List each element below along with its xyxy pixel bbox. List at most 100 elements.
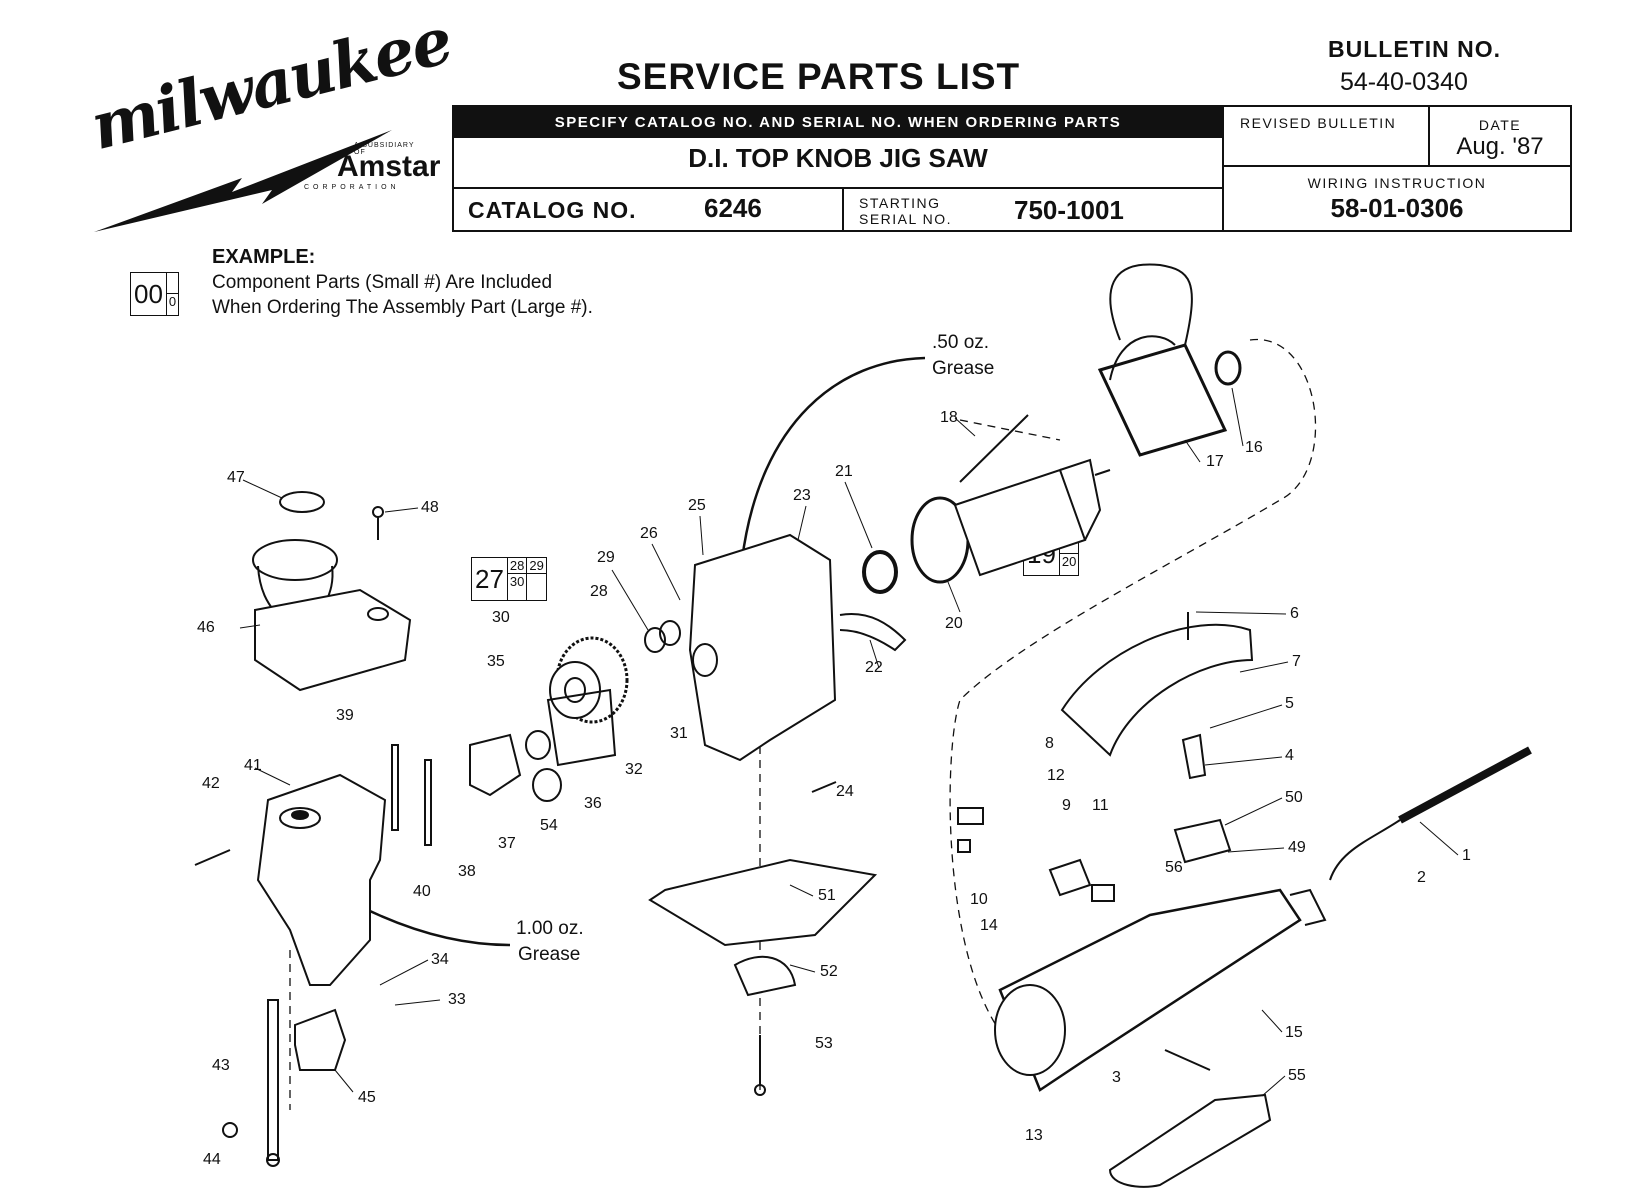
label-23: 23	[793, 487, 811, 504]
divider-h1	[454, 187, 1222, 189]
bearing-part-16	[1214, 350, 1242, 386]
label-14: 14	[980, 917, 998, 934]
field-part-17	[1097, 263, 1228, 457]
bracket-part-4	[1181, 733, 1207, 780]
cover-part-7	[1060, 623, 1254, 757]
assembly-27-sub-30: 30	[509, 574, 525, 589]
assembly-19-sub-20: 20	[1059, 553, 1079, 569]
plunger-part-43	[266, 999, 280, 1167]
specify-bar: SPECIFY CATALOG NO. AND SERIAL NO. WHEN …	[454, 107, 1222, 138]
milwaukee-logo: milwaukee A SUBSIDIARY OF Amstar CORPORA…	[84, 3, 458, 235]
label-13: 13	[1025, 1127, 1043, 1144]
example-line-1: Component Parts (Small #) Are Included	[212, 272, 553, 293]
screw-part-24	[811, 781, 837, 793]
label-41: 41	[244, 757, 262, 774]
serial-label: SERIAL NO.	[859, 211, 953, 227]
label-28: 28	[590, 583, 608, 600]
clip-part-52	[733, 955, 797, 997]
plate-part-32	[546, 688, 617, 767]
label-2: 2	[1417, 869, 1426, 886]
assembly-27-sub-29: 29	[527, 558, 546, 574]
assembly-27-sub-28: 28	[507, 558, 527, 574]
subsidiary-line: A SUBSIDIARY OF	[354, 142, 415, 156]
label-55: 55	[1288, 1067, 1306, 1084]
label-43: 43	[212, 1057, 230, 1074]
catalog-label: CATALOG NO.	[468, 197, 637, 223]
label-26: 26	[640, 525, 658, 542]
spring-part-10	[957, 839, 971, 853]
label-29: 29	[597, 549, 615, 566]
label-9: 9	[1062, 797, 1071, 814]
wiring-label: WIRING INSTRUCTION	[1307, 175, 1487, 191]
label-47: 47	[227, 469, 245, 486]
label-32: 32	[625, 761, 643, 778]
label-48: 48	[421, 499, 439, 516]
brush-part-12	[957, 807, 984, 825]
label-52: 52	[820, 963, 838, 980]
grease-callout-bottom: 1.00 oz. Grease	[516, 916, 584, 968]
label-15: 15	[1285, 1024, 1303, 1041]
page-title: SERVICE PARTS LIST	[617, 56, 1021, 97]
label-46: 46	[197, 619, 215, 636]
divider-v-date	[1428, 107, 1430, 167]
label-34: 34	[431, 951, 449, 968]
bearings-part-29	[644, 620, 681, 653]
example-heading: EXAMPLE:	[212, 246, 316, 268]
label-37: 37	[498, 835, 516, 852]
screw-part-44	[222, 1122, 238, 1138]
label-5: 5	[1285, 695, 1294, 712]
label-4: 4	[1285, 747, 1294, 764]
switch-part-50	[1173, 818, 1232, 864]
badge-part-47	[279, 491, 325, 513]
screw-part-18	[959, 414, 1029, 483]
holder-part-45	[294, 1008, 347, 1071]
date-value: Aug. '87	[1456, 133, 1544, 160]
label-38: 38	[458, 863, 476, 880]
label-36: 36	[584, 795, 602, 812]
example-small-num: 0	[166, 293, 179, 309]
label-56: 56	[1165, 859, 1183, 876]
label-50: 50	[1285, 789, 1303, 806]
serial-number: 750-1001	[1014, 195, 1124, 225]
link-part-40	[424, 759, 432, 846]
dash-path-motor	[949, 339, 1317, 1071]
label-1: 1	[1462, 847, 1471, 864]
bulletin-number: 54-40-0340	[1340, 68, 1468, 96]
lightning-bolt-icon	[94, 130, 392, 232]
housing-part-25	[688, 533, 907, 762]
spacer-part-36	[525, 730, 551, 760]
brush-part-11	[1091, 884, 1115, 902]
header-table: SPECIFY CATALOG NO. AND SERIAL NO. WHEN …	[452, 105, 1572, 232]
holder-part-37	[469, 733, 522, 797]
divider-h-right	[1222, 165, 1570, 167]
label-33: 33	[448, 991, 466, 1008]
label-42: 42	[202, 775, 220, 792]
label-39: 39	[336, 707, 354, 724]
divider-v-catalog	[842, 187, 844, 230]
label-35: 35	[487, 653, 505, 670]
screw-part-3	[1164, 1049, 1211, 1071]
label-16: 16	[1245, 439, 1263, 456]
date-label: DATE	[1478, 117, 1522, 133]
label-54: 54	[540, 817, 558, 834]
cord-part-1	[1398, 746, 1532, 824]
contact-part-9	[1048, 858, 1092, 897]
label-45: 45	[358, 1089, 376, 1106]
label-20: 20	[945, 615, 963, 632]
top-knob-part-46	[252, 539, 412, 692]
corporation-line: CORPORATION	[304, 184, 400, 191]
example-big-num: 00	[134, 278, 163, 309]
screw-part-48	[372, 506, 384, 540]
label-40: 40	[413, 883, 431, 900]
gear-case-part-41	[256, 773, 387, 986]
example-assembly-box: 00 0	[130, 272, 180, 316]
label-44: 44	[203, 1151, 221, 1168]
label-18: 18	[940, 409, 958, 426]
catalog-number: 6246	[704, 193, 762, 223]
label-25: 25	[688, 497, 706, 514]
screw-part-42	[194, 849, 231, 866]
label-51: 51	[818, 887, 836, 904]
label-53: 53	[815, 1035, 833, 1052]
label-12: 12	[1047, 767, 1065, 784]
